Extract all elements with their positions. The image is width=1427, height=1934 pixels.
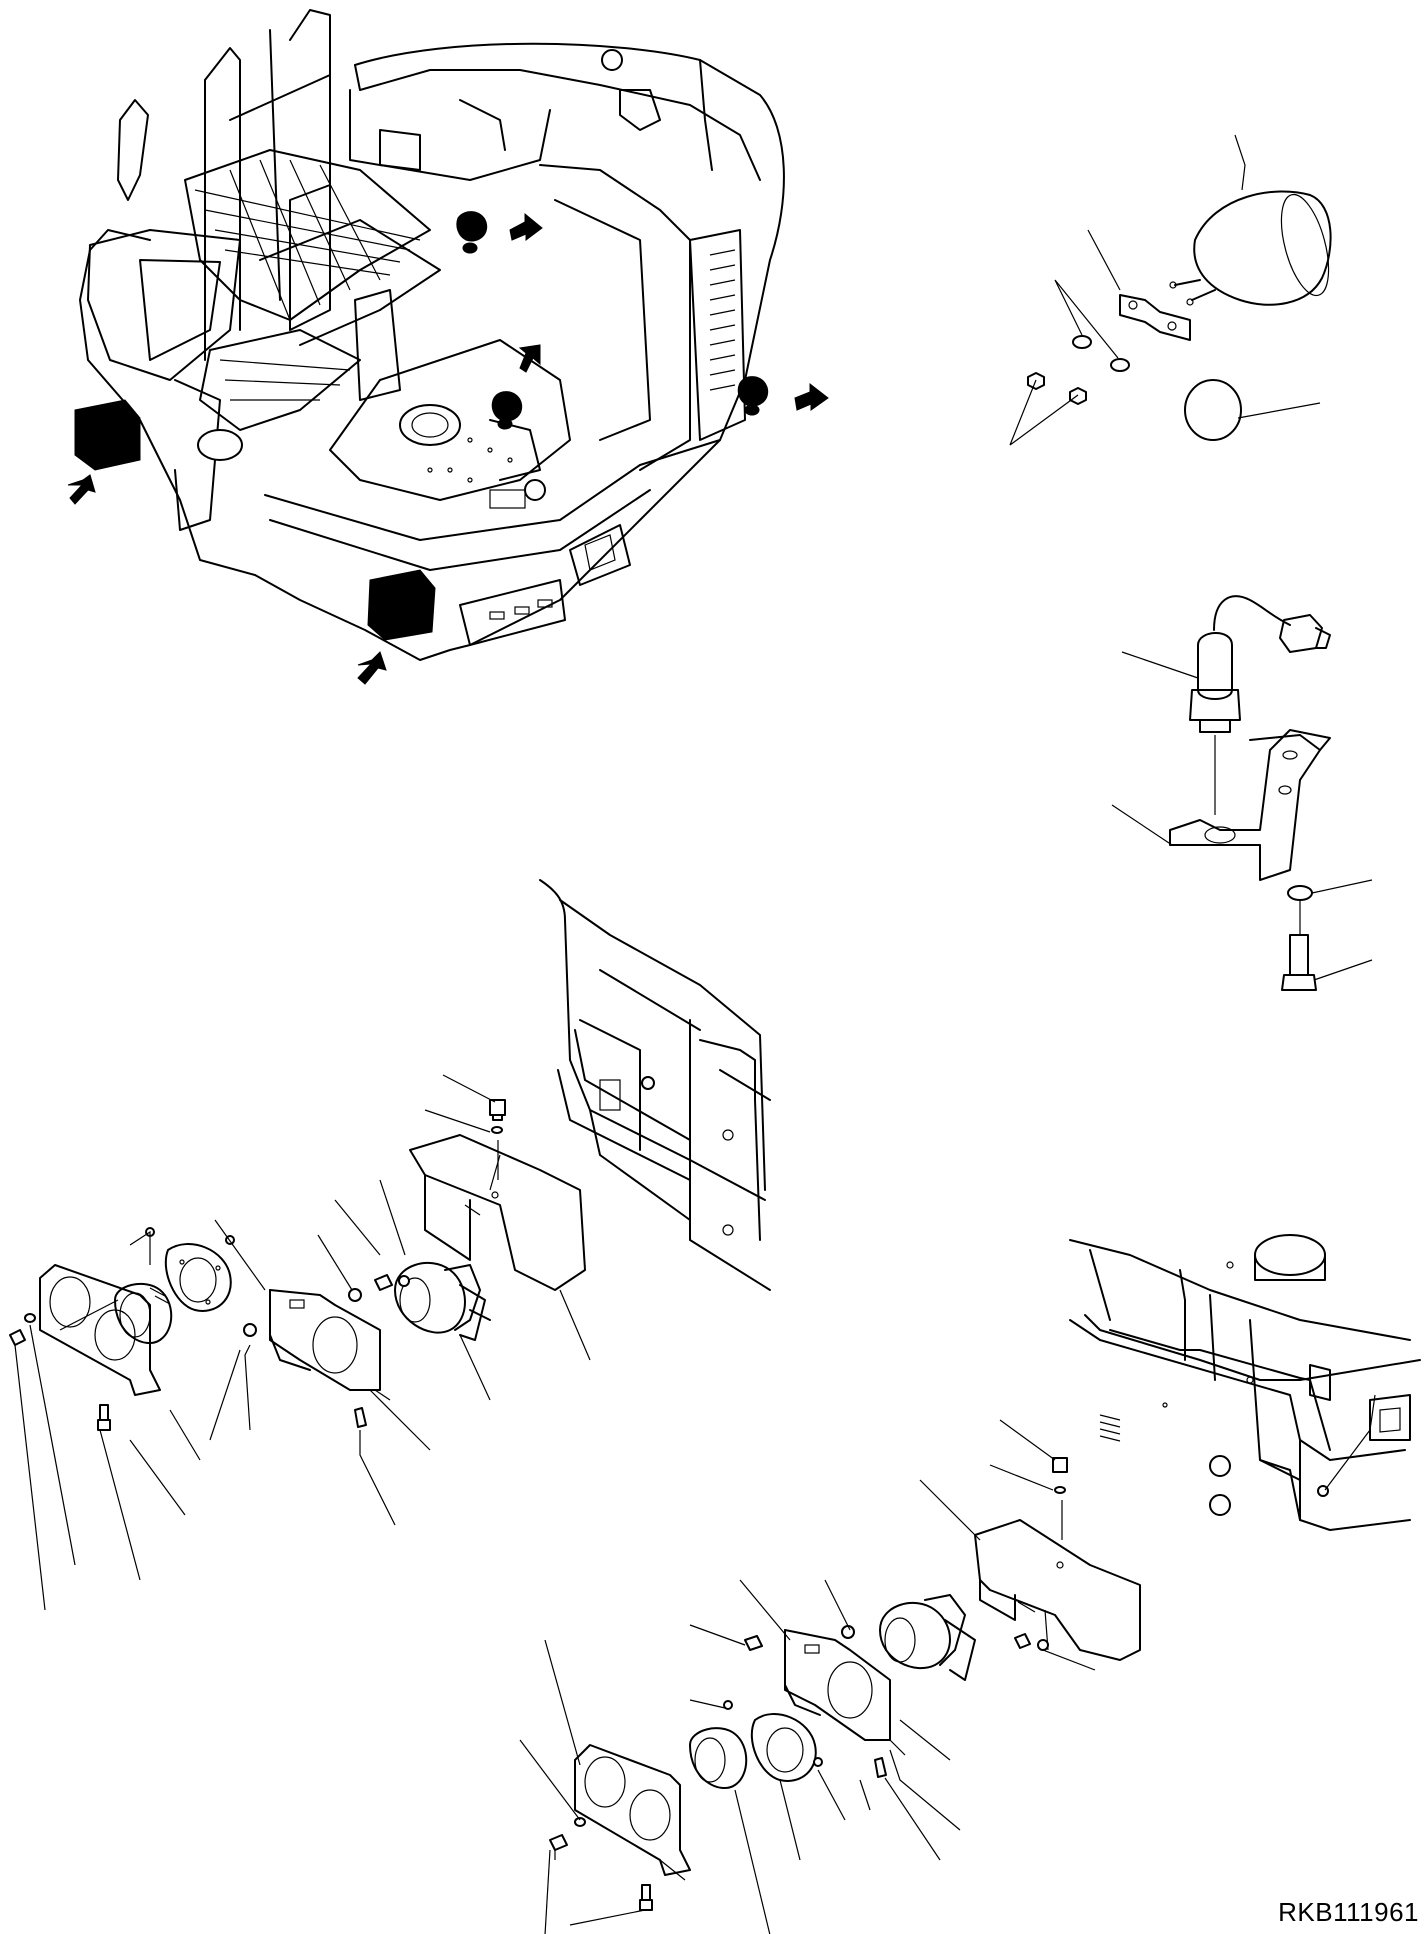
arrow-icon (357, 651, 387, 685)
arrow-icon (509, 212, 543, 241)
work-lamp-detail (1009, 134, 1332, 446)
arrow-icon (518, 344, 541, 373)
arrow-icon (794, 382, 829, 411)
lamp-location-markers (74, 211, 769, 641)
location-arrows (67, 212, 829, 685)
sensor-bracket-detail (1111, 595, 1373, 991)
left-lamp-exploded-view (9, 879, 771, 1611)
drawing-reference-code: RKB111961 (1278, 1897, 1419, 1927)
arrow-icon (67, 474, 96, 505)
machine-frame-overview (79, 9, 785, 661)
right-lamp-exploded-view (519, 1234, 1421, 1934)
